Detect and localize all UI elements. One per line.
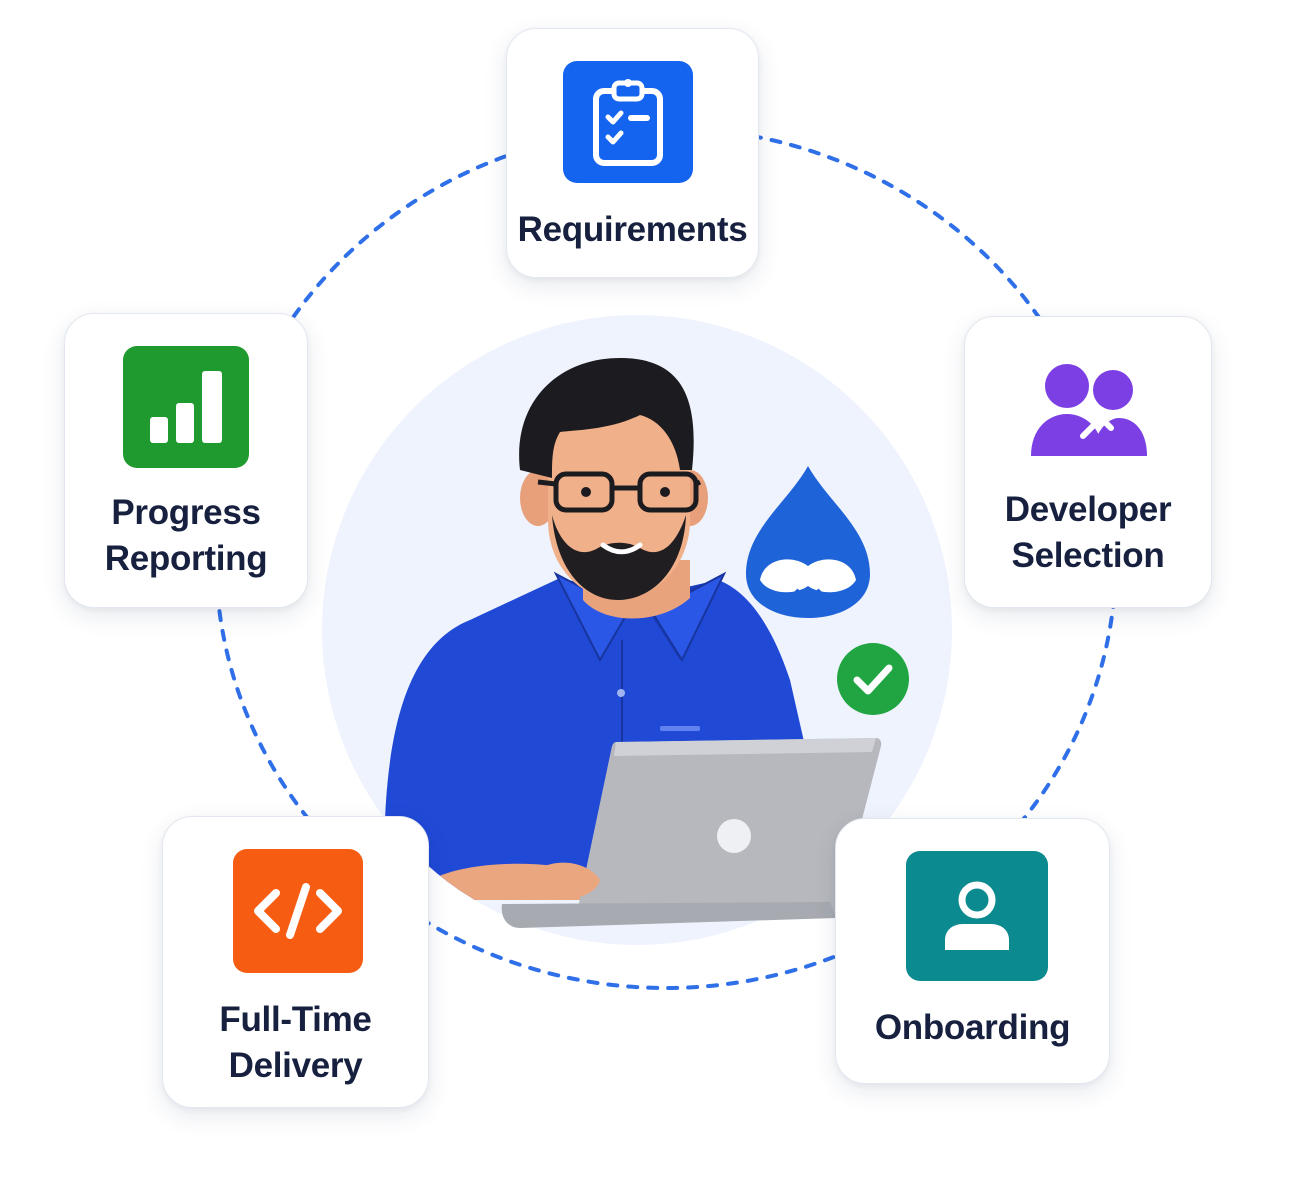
card-full-time-delivery: Full-Time Delivery [162, 816, 429, 1108]
card-onboarding: Onboarding [835, 818, 1110, 1084]
bar-chart-icon [150, 371, 222, 443]
step-label: Full-Time Delivery [219, 1000, 372, 1085]
checkmark-badge-icon [837, 643, 909, 715]
code-brackets-icon [254, 883, 342, 939]
users-group-icon [1031, 364, 1147, 456]
step-label: Developer Selection [1004, 490, 1172, 575]
card-developer-selection: Developer Selection [964, 316, 1212, 608]
developer-hair [519, 358, 694, 478]
step-label: Requirements [517, 210, 748, 249]
laptop-logo [717, 819, 751, 853]
card-progress-reporting: Progress Reporting [64, 313, 308, 608]
tile-onboarding [906, 851, 1048, 981]
clipboard-checklist-icon [593, 79, 663, 166]
user-profile-icon [945, 881, 1009, 950]
tile-progress-reporting [123, 346, 249, 468]
tile-full-time-delivery [233, 849, 363, 973]
tile-developer-selection [1019, 347, 1159, 469]
developer-face [548, 385, 690, 600]
laptop-base [501, 902, 836, 928]
step-label: Progress Reporting [104, 493, 268, 578]
drupal-drop-icon [746, 466, 870, 618]
card-requirements: Requirements [506, 28, 759, 278]
step-label: Onboarding [874, 1008, 1071, 1047]
developer-beard [552, 515, 686, 600]
tile-requirements [563, 61, 693, 183]
